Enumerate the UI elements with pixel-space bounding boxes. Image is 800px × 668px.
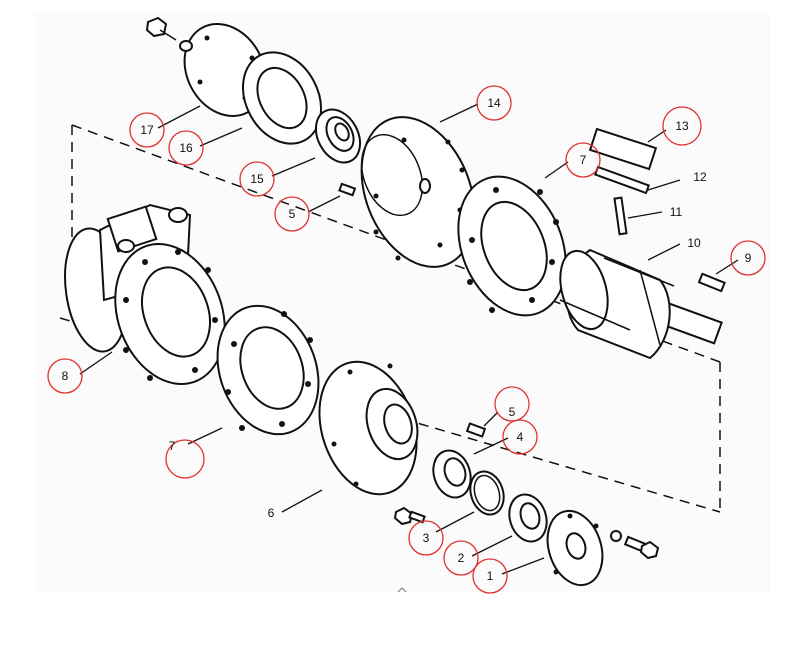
callout-label: 12 xyxy=(693,170,707,184)
callout-16: 16 xyxy=(168,130,204,166)
callout-label: 2 xyxy=(458,551,465,565)
callout-label: 1 xyxy=(487,569,494,583)
head-bolt xyxy=(393,506,426,526)
callout-label: 16 xyxy=(179,141,193,155)
callout-label: 17 xyxy=(140,123,154,137)
part-11-push-rod xyxy=(613,196,628,236)
callout-label: 15 xyxy=(250,172,264,186)
callout-8: 8 xyxy=(47,358,83,394)
part-13-vane xyxy=(588,127,658,171)
callout-6: 6 xyxy=(268,506,275,520)
part-7-flange-lower xyxy=(114,243,226,385)
callout-label: 13 xyxy=(675,119,689,133)
part-16-gasket xyxy=(242,51,322,145)
callout-14: 14 xyxy=(476,85,512,121)
callout-label: 8 xyxy=(62,369,69,383)
callout-4: 4 xyxy=(502,419,538,455)
callout-label: 9 xyxy=(745,251,752,265)
part-14-end-head xyxy=(360,116,476,268)
part-10-rotor-shaft xyxy=(559,248,723,360)
caret-mark xyxy=(397,587,407,593)
part-6-front-head xyxy=(318,360,419,496)
callout-label: 5 xyxy=(289,207,296,221)
callout-label: 7 xyxy=(169,439,176,453)
callout-label: 11 xyxy=(670,205,683,219)
callout-3: 3 xyxy=(408,520,444,556)
cap-bolt xyxy=(610,530,660,560)
part-7-gasket-upper xyxy=(457,175,567,317)
part-5-pin-upper xyxy=(338,182,357,197)
callout-10: 10 xyxy=(687,236,701,250)
part-9-key xyxy=(697,272,726,293)
callout-2: 2 xyxy=(443,540,479,576)
callout-15: 15 xyxy=(239,161,275,197)
callout-label: 5 xyxy=(509,405,516,419)
callout-5-lower: 5 xyxy=(494,386,530,422)
part-15-bearing xyxy=(314,108,362,164)
center-gasket xyxy=(216,304,320,436)
callout-11: 11 xyxy=(670,205,683,219)
part-1-bearing-cap xyxy=(546,509,604,587)
callout-9: 9 xyxy=(730,240,766,276)
callout-label: 7 xyxy=(580,153,587,167)
leader-lines xyxy=(79,103,739,575)
callout-label: 6 xyxy=(268,506,275,520)
callout-label: 14 xyxy=(487,96,501,110)
callout-7-lower: 7 xyxy=(165,439,205,479)
callout-1: 1 xyxy=(472,558,508,594)
callout-5-upper: 5 xyxy=(274,196,310,232)
callout-label: 3 xyxy=(423,531,430,545)
callout-7-upper: 7 xyxy=(565,142,601,178)
callout-17: 17 xyxy=(129,112,165,148)
part-2-seal xyxy=(508,493,548,543)
part-5-pin-lower xyxy=(465,422,487,438)
callout-label: 10 xyxy=(687,236,701,250)
callout-12: 12 xyxy=(693,170,707,184)
part-4-bearing xyxy=(432,449,472,499)
callout-13: 13 xyxy=(662,106,702,146)
callout-label: 4 xyxy=(517,430,524,444)
cover-bolt xyxy=(145,16,193,52)
